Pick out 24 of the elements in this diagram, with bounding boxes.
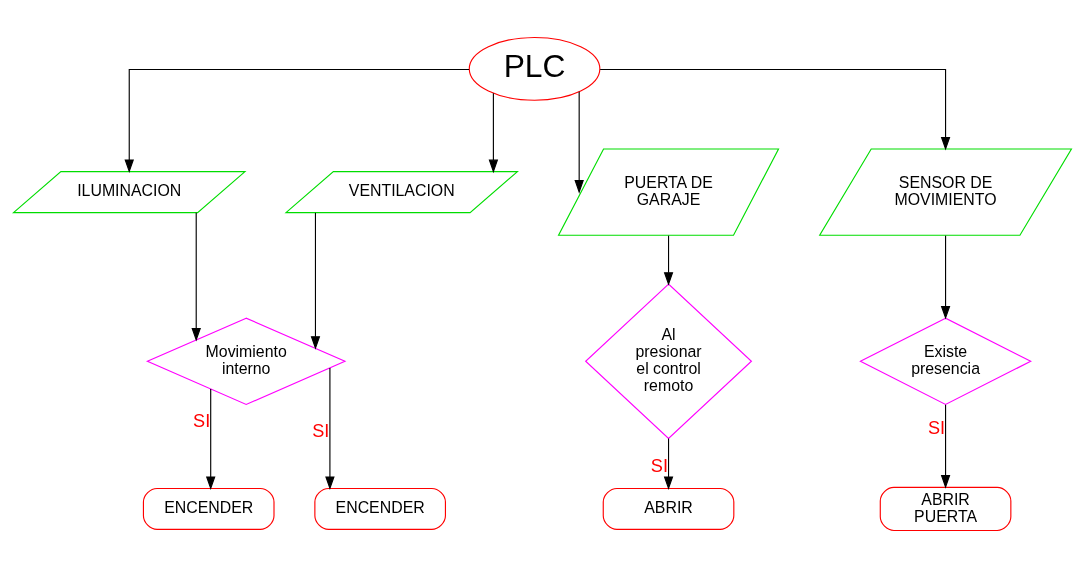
node-box: ABRIR bbox=[602, 487, 735, 530]
arrow bbox=[574, 91, 584, 194]
arrow bbox=[663, 438, 674, 491]
edge-label: SI bbox=[312, 421, 330, 442]
arrow bbox=[124, 68, 470, 174]
node-box: ENCENDER bbox=[314, 487, 446, 530]
edge-label: SI bbox=[927, 418, 946, 439]
arrow bbox=[940, 235, 951, 320]
node-diamond: Existe presencia bbox=[859, 317, 1032, 406]
arrow bbox=[599, 68, 951, 151]
arrow bbox=[191, 212, 201, 342]
arrow bbox=[488, 92, 499, 174]
node-ellipse: PLC bbox=[468, 36, 601, 101]
node-diamond: Movimiento interno bbox=[146, 317, 347, 406]
edge-label: SI bbox=[193, 411, 211, 432]
arrow bbox=[310, 212, 321, 350]
node-diamond: Al presionar el control remoto bbox=[584, 283, 753, 440]
arrow bbox=[205, 388, 216, 491]
node-box: ENCENDER bbox=[142, 487, 275, 530]
arrow bbox=[940, 404, 951, 489]
edge-label: SI bbox=[650, 456, 669, 477]
node-box: ABRIR PUERTA bbox=[879, 486, 1012, 532]
arrow bbox=[325, 367, 335, 491]
arrow bbox=[663, 235, 674, 286]
